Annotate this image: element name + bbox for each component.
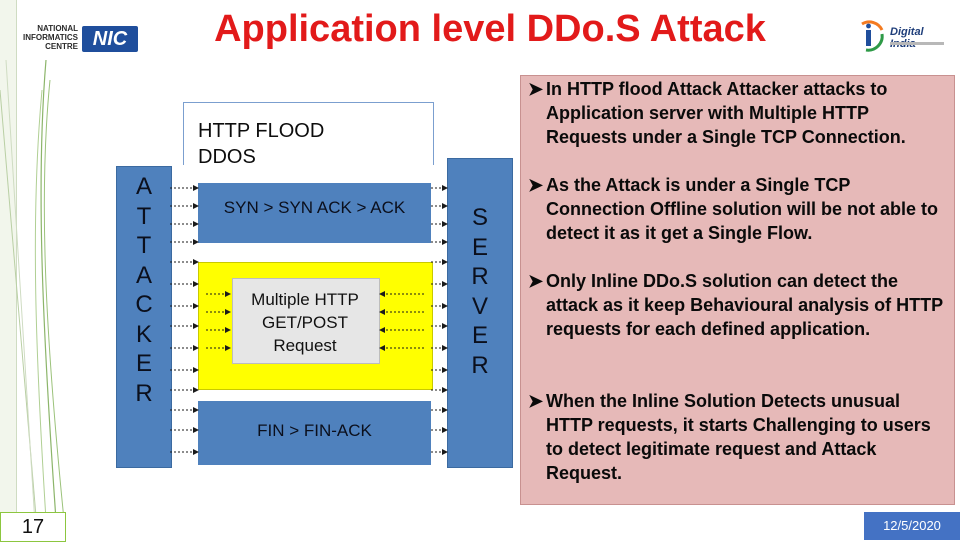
http-flood-label-line2: DDOS xyxy=(198,146,256,168)
attacker-letter: K xyxy=(135,320,152,348)
arrow-bullet-icon: ➤ xyxy=(528,271,544,291)
syn-handshake-box xyxy=(198,183,431,243)
attacker-letter: T xyxy=(136,232,152,259)
nic-logo-line2: INFORMATICS xyxy=(23,33,78,42)
nic-logo-line1: NATIONAL xyxy=(37,24,78,33)
server-letter: R xyxy=(471,263,489,290)
nic-logo-line3: CENTRE xyxy=(45,42,78,51)
bullet-item: ➤ In HTTP flood Attack Attacker attacks … xyxy=(528,77,948,149)
attacker-letter: R xyxy=(135,379,153,407)
server-column: S E R V E R xyxy=(447,158,513,468)
attacker-column: A T T A C K E R xyxy=(116,166,172,468)
http-request-label: Multiple HTTP GET/POST Request xyxy=(232,288,378,357)
fin-teardown-box xyxy=(198,401,431,465)
attacker-letter: A xyxy=(135,173,152,200)
server-letter: E xyxy=(471,322,488,349)
slide-number-box: 17 xyxy=(0,512,66,542)
arrow-bullet-icon: ➤ xyxy=(528,175,544,195)
bullet-item: ➤ When the Inline Solution Detects unusu… xyxy=(528,389,948,485)
http-request-box xyxy=(232,278,380,364)
server-letter: R xyxy=(471,351,489,379)
server-letter: S xyxy=(471,204,488,231)
bullet-text: In HTTP flood Attack Attacker attacks to… xyxy=(546,79,906,147)
bullet-item: ➤ Only Inline DDo.S solution can detect … xyxy=(528,269,948,341)
digital-india-logo: Digital India xyxy=(856,18,952,58)
server-letter: V xyxy=(471,292,488,320)
digital-india-emblem-icon xyxy=(861,20,884,52)
arrow-bullet-icon: ➤ xyxy=(528,391,544,411)
attacker-letter: T xyxy=(136,202,152,230)
bullet-text: Only Inline DDo.S solution can detect th… xyxy=(546,271,943,339)
attacker-letter: C xyxy=(135,291,153,318)
decorative-stripes xyxy=(0,59,39,540)
attacker-letter: E xyxy=(135,350,152,377)
http-request-label-line2: GET/POST xyxy=(262,313,348,332)
bullet-item: ➤ As the Attack is under a Single TCP Co… xyxy=(528,173,948,245)
http-flood-label-line1: HTTP FLOOD xyxy=(198,120,325,142)
http-flood-label: HTTP FLOOD DDOS xyxy=(198,118,324,170)
fin-teardown-label: FIN > FIN-ACK xyxy=(257,421,372,440)
bullet-text: As the Attack is under a Single TCP Conn… xyxy=(546,175,938,243)
bullet-text: When the Inline Solution Detects unusual… xyxy=(546,391,931,483)
nic-logo: NATIONAL INFORMATICS CENTRE NIC xyxy=(16,20,140,60)
server-letter: E xyxy=(471,233,488,261)
attacker-letter: A xyxy=(135,261,152,289)
nic-logo-mark: NIC xyxy=(92,28,128,50)
slide-number: 17 xyxy=(21,516,45,538)
http-flood-outline xyxy=(183,102,434,165)
syn-handshake-label: SYN > SYN ACK > ACK xyxy=(223,198,406,217)
http-request-label-line1: Multiple HTTP xyxy=(251,290,359,309)
date-box: 12/5/2020 xyxy=(864,512,960,540)
explanation-panel xyxy=(520,75,955,505)
slide-date: 12/5/2020 xyxy=(883,518,941,533)
http-request-label-line3: Request xyxy=(273,336,337,355)
slide-title: Application level DDo.S Attack xyxy=(214,8,766,50)
decorative-curves xyxy=(34,60,65,520)
arrow-bullet-icon: ➤ xyxy=(528,79,544,99)
